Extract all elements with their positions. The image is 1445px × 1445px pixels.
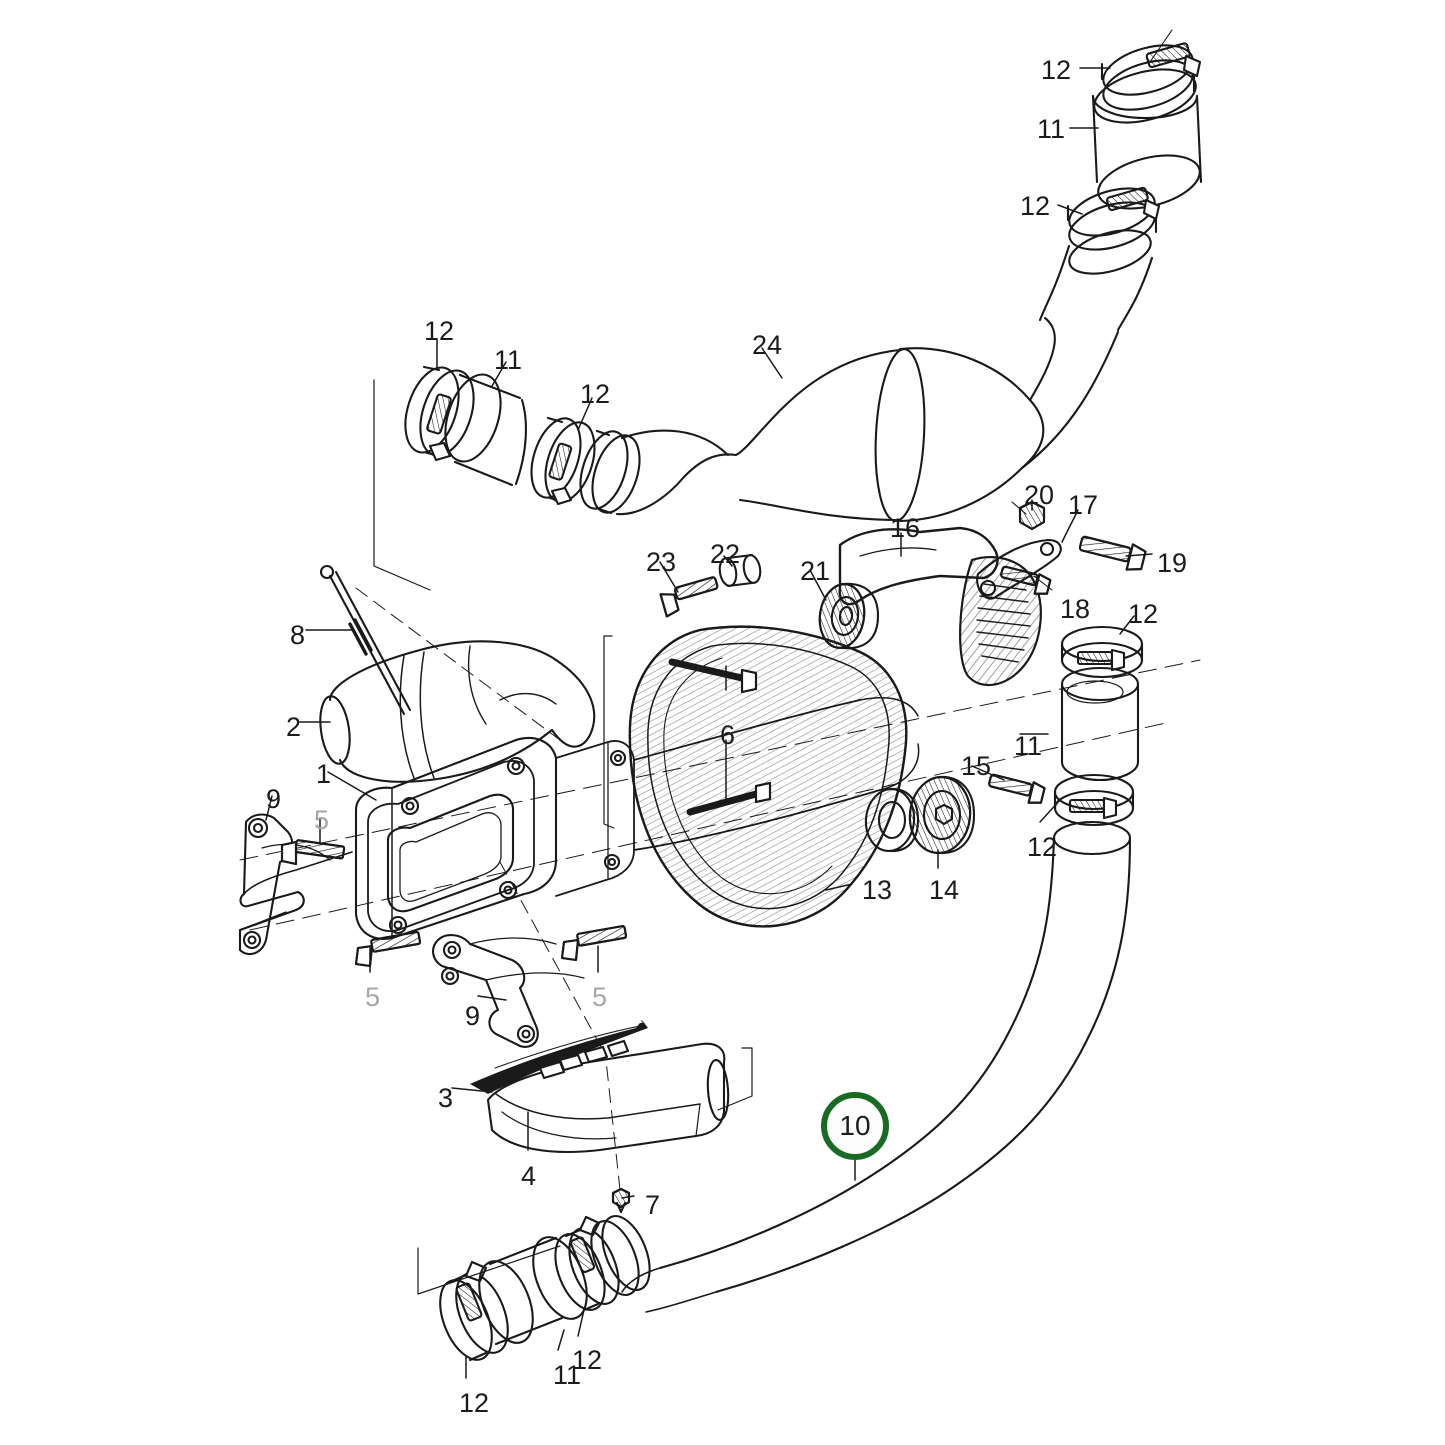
drive-belt-13 xyxy=(628,625,908,928)
callout-rubber-hose-11[interactable]: 11 xyxy=(553,1360,582,1390)
hose-clamp-bottom-left-c xyxy=(590,1215,651,1296)
callout-gasket-seal-3[interactable]: 3 xyxy=(438,1083,454,1113)
callout-charge-air-pipe-upper-24[interactable]: 24 xyxy=(752,330,783,360)
callout-hose-clamp-12[interactable]: 12 xyxy=(1020,191,1051,221)
callout-bolt-15[interactable]: 15 xyxy=(961,751,992,781)
bolt-5-left xyxy=(280,839,346,866)
long-stud-8 xyxy=(319,564,412,716)
bolt-5-right xyxy=(560,925,628,962)
hose-clamp-right-lower xyxy=(1053,773,1135,827)
callout-idler-pulley-21[interactable]: 21 xyxy=(800,556,831,586)
pulley-assembly-14 xyxy=(864,775,976,855)
callout-hose-clamp-12[interactable]: 12 xyxy=(580,379,611,409)
callout-spacer-sleeve-22[interactable]: 22 xyxy=(710,539,741,569)
charge-air-cooler-housing-1 xyxy=(239,640,1201,940)
hose-clamp-right-upper xyxy=(1060,625,1144,679)
highlighted-callout-10[interactable]: 10 xyxy=(821,1092,889,1160)
callout-bolt-5[interactable]: 5 xyxy=(592,982,608,1012)
callout-tensioner-link-17[interactable]: 17 xyxy=(1068,490,1099,520)
right-vertical-hose-assembly xyxy=(621,625,1144,1313)
callout-mounting-bracket-9[interactable]: 9 xyxy=(465,1001,481,1031)
highlight-callout-label: 10 xyxy=(839,1110,871,1141)
hose-clamp-bottom-left-a xyxy=(439,1260,509,1362)
long-bolt-6-upper xyxy=(668,658,758,694)
callout-long-stud-8[interactable]: 8 xyxy=(290,620,306,650)
hose-clamp-upper-left xyxy=(404,365,475,462)
gasket-seal-3 xyxy=(470,1020,648,1094)
callout-bolt-23[interactable]: 23 xyxy=(646,547,677,577)
rubber-hose-upper-right xyxy=(1091,68,1203,210)
callout-drain-plug-7[interactable]: 7 xyxy=(645,1190,661,1220)
hose-clamp-bottom-left-b xyxy=(554,1215,620,1312)
hose-clamp-upper-right xyxy=(1100,42,1202,111)
rubber-hose-right xyxy=(1060,666,1140,782)
callout-bolt-5[interactable]: 5 xyxy=(365,982,381,1012)
charge-air-pipe-24 xyxy=(615,316,1120,523)
bottom-left-hose-assembly xyxy=(439,1215,651,1362)
charge-air-pipe-top-segment xyxy=(1038,229,1154,332)
long-bolt-6-lower xyxy=(686,781,772,816)
callout-bolt-5[interactable]: 5 xyxy=(314,805,330,835)
callout-hose-clamp-12[interactable]: 12 xyxy=(1041,55,1072,85)
callout-lower-duct-4[interactable]: 4 xyxy=(521,1161,537,1191)
callout-charge-air-cooler-housing-1[interactable]: 1 xyxy=(316,759,332,789)
bolt-19 xyxy=(1078,535,1147,571)
mounting-bracket-9-right xyxy=(432,934,585,1048)
grouping-brackets xyxy=(373,379,753,1295)
callout-hose-clamp-12[interactable]: 12 xyxy=(424,316,455,346)
callout-nut-20[interactable]: 20 xyxy=(1024,480,1055,510)
callout-long-bolt-6[interactable]: 6 xyxy=(720,720,736,750)
callout-bracket-16[interactable]: 16 xyxy=(890,513,921,543)
callout-intake-elbow-2[interactable]: 2 xyxy=(286,712,302,742)
hose-clamp-lower-right xyxy=(1066,186,1161,251)
callout-rubber-hose-11[interactable]: 11 xyxy=(494,345,523,375)
callout-hose-clamp-12[interactable]: 12 xyxy=(572,1345,603,1375)
lower-duct-4 xyxy=(486,1042,730,1153)
bolt-23-and-spacer-22 xyxy=(659,553,762,618)
hose-clamp-mid-left-2 xyxy=(579,429,641,515)
callout-bolt-19[interactable]: 19 xyxy=(1157,548,1188,578)
callout-drive-belt-13[interactable]: 13 xyxy=(862,875,893,905)
mounting-bracket-9-left xyxy=(238,813,353,956)
top-right-hose-assembly xyxy=(1038,42,1203,332)
callout-bolt-18[interactable]: 18 xyxy=(1060,594,1091,624)
tensioner-link-17 xyxy=(976,538,1062,600)
bolt-23 xyxy=(659,576,719,618)
callout-pulley-assembly-14[interactable]: 14 xyxy=(929,875,960,905)
bolt-15 xyxy=(988,773,1046,804)
hose-clamp-mid-left xyxy=(530,416,596,506)
bolt-18 xyxy=(1000,565,1052,595)
callout-hose-clamp-12[interactable]: 12 xyxy=(1027,832,1058,862)
rubber-hose-upper-left xyxy=(444,373,527,487)
upper-charge-air-pipe-assembly xyxy=(404,316,1120,523)
tensioner-bracket-group xyxy=(818,500,1147,687)
drain-plug-7 xyxy=(611,1187,631,1214)
callout-hose-clamp-12[interactable]: 12 xyxy=(1128,599,1159,629)
callout-hose-clamp-12[interactable]: 12 xyxy=(459,1388,490,1418)
bolt-5-center xyxy=(354,931,422,968)
callout-rubber-hose-11[interactable]: 11 xyxy=(1037,114,1066,144)
charge-air-pipe-lower-10 xyxy=(621,820,1132,1313)
leader-lines xyxy=(265,29,1173,1379)
callout-rubber-hose-11[interactable]: 11 xyxy=(1014,731,1043,761)
intake-elbow-2 xyxy=(319,640,596,783)
callout-mounting-bracket-9[interactable]: 9 xyxy=(266,784,282,814)
